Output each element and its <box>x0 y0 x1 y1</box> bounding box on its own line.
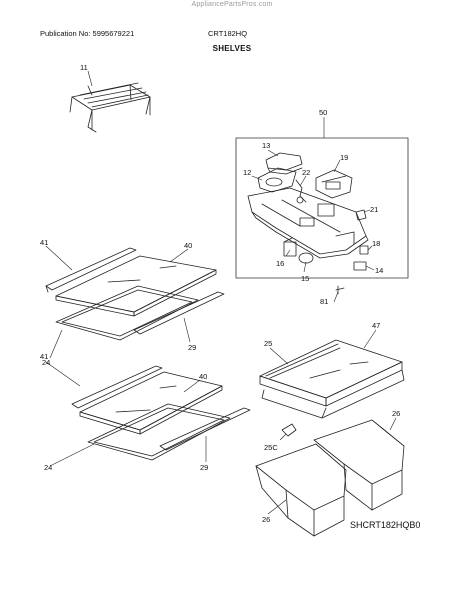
glass-shelf-40-lower <box>79 371 223 435</box>
cover-13 <box>265 152 303 175</box>
shelf-trim-29-lower <box>159 407 251 451</box>
shelf-frame-24-lower <box>87 403 231 461</box>
drawer-26-rear <box>313 419 405 511</box>
callout-41-lower: 41 <box>40 352 48 361</box>
screw-81 <box>335 285 345 295</box>
part-14 <box>353 261 367 271</box>
callout-25C: 25C <box>264 443 278 452</box>
callout-50: 50 <box>319 108 327 117</box>
callout-24-lower: 24 <box>44 463 52 472</box>
publication-number: Publication No: 5995679221 <box>40 29 135 38</box>
callout-26-rear: 26 <box>392 409 400 418</box>
callout-14: 14 <box>375 266 383 275</box>
callout-25: 25 <box>264 339 272 348</box>
glass-shelf-40-upper <box>55 255 217 317</box>
part-21 <box>355 209 367 221</box>
callout-15: 15 <box>301 274 309 283</box>
spring-22-end <box>296 196 304 204</box>
switch-16-top <box>283 237 293 243</box>
callout-29-upper: 29 <box>188 343 196 352</box>
wire-rack-11 <box>69 82 151 133</box>
callout-26-front: 26 <box>262 515 270 524</box>
callout-11: 11 <box>80 63 88 72</box>
shelf-trim-29-upper <box>133 291 225 335</box>
callout-19: 19 <box>340 153 348 162</box>
diagram-code: SHCRT182HQB0 <box>350 520 420 530</box>
crisper-cover-47 <box>259 339 403 407</box>
callout-40-lower: 40 <box>199 372 207 381</box>
block-19 <box>315 169 353 199</box>
housing-assembly <box>247 187 369 259</box>
callout-13: 13 <box>262 141 270 150</box>
shelf-trim-41-lower <box>71 365 163 409</box>
callout-12: 12 <box>243 168 251 177</box>
crisper-frame-25 <box>261 369 405 419</box>
shelf-frame-24-upper <box>55 285 199 341</box>
section-title: SHELVES <box>212 44 252 53</box>
callout-21: 21 <box>370 205 378 214</box>
drawer-26-front <box>255 443 347 537</box>
callout-81: 81 <box>320 297 328 306</box>
bulb-15 <box>298 252 314 264</box>
callout-22: 22 <box>302 168 310 177</box>
callout-16: 16 <box>276 259 284 268</box>
callout-24-upper: 24 <box>42 358 50 367</box>
callout-40-upper: 40 <box>184 241 192 250</box>
bracket-12 <box>257 167 297 193</box>
part-25C <box>281 423 297 437</box>
callout-47: 47 <box>372 321 380 330</box>
callout-29-lower: 29 <box>200 463 208 472</box>
callout-18: 18 <box>372 239 380 248</box>
watermark: AppliancePartsPros.com <box>191 1 273 8</box>
switch-16 <box>283 241 297 257</box>
model-number: CRT182HQ <box>208 29 248 38</box>
part-18 <box>359 245 369 255</box>
callout-41-upper: 41 <box>40 238 48 247</box>
shelf-trim-41-upper <box>45 247 137 293</box>
assembly-box-50 <box>235 137 409 279</box>
